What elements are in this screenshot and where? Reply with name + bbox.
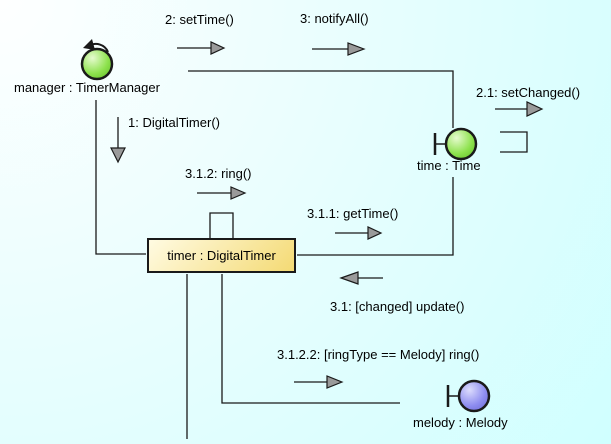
melody-object-label: melody : Melody xyxy=(413,415,508,430)
time-object-node[interactable] xyxy=(433,127,478,161)
link-time-timer xyxy=(297,177,454,256)
message-arrow-setChanged xyxy=(495,101,544,117)
melody-object-node[interactable] xyxy=(446,379,491,413)
manager-object-label: manager : TimerManager xyxy=(14,80,160,95)
message-label-DigitalTimer: 1: DigitalTimer() xyxy=(128,115,220,130)
message-label-setChanged: 2.1: setChanged() xyxy=(476,85,581,100)
link-manager-time xyxy=(188,70,454,128)
message-arrow-DigitalTimer xyxy=(110,117,126,164)
message-label-notifyAll: 3: notifyAll() xyxy=(300,11,369,26)
message-label-melody-ring: 3.1.2.2: [ringType == Melody] ring() xyxy=(277,347,480,362)
message-arrow-getTime xyxy=(335,226,383,240)
timer-object-label: timer : DigitalTimer xyxy=(167,248,276,263)
link-manager-timer xyxy=(95,100,146,255)
rotation-arrowhead-icon xyxy=(83,39,95,50)
object-circle-icon xyxy=(444,127,478,161)
manager-object-node[interactable] xyxy=(80,39,114,81)
message-label-update: 3.1: [changed] update() xyxy=(330,299,465,314)
message-label-setTime: 2: setTime() xyxy=(165,12,234,27)
message-label-getTime: 3.1.1: getTime() xyxy=(307,206,399,221)
link-timer-melody xyxy=(221,274,400,404)
self-link-timer xyxy=(209,212,234,239)
object-circle-icon xyxy=(457,379,491,413)
message-label-ring: 3.1.2: ring() xyxy=(185,166,252,181)
self-link-time xyxy=(500,131,528,153)
active-object-circle-icon xyxy=(80,47,114,81)
message-arrow-notifyAll xyxy=(312,42,366,56)
message-arrow-setTime xyxy=(177,41,226,55)
message-arrow-melody-ring xyxy=(294,375,344,389)
message-arrow-ring xyxy=(197,186,247,200)
time-object-label: time : Time xyxy=(417,158,481,173)
timer-object-node[interactable]: timer : DigitalTimer xyxy=(147,238,296,273)
message-arrow-update xyxy=(339,271,383,285)
